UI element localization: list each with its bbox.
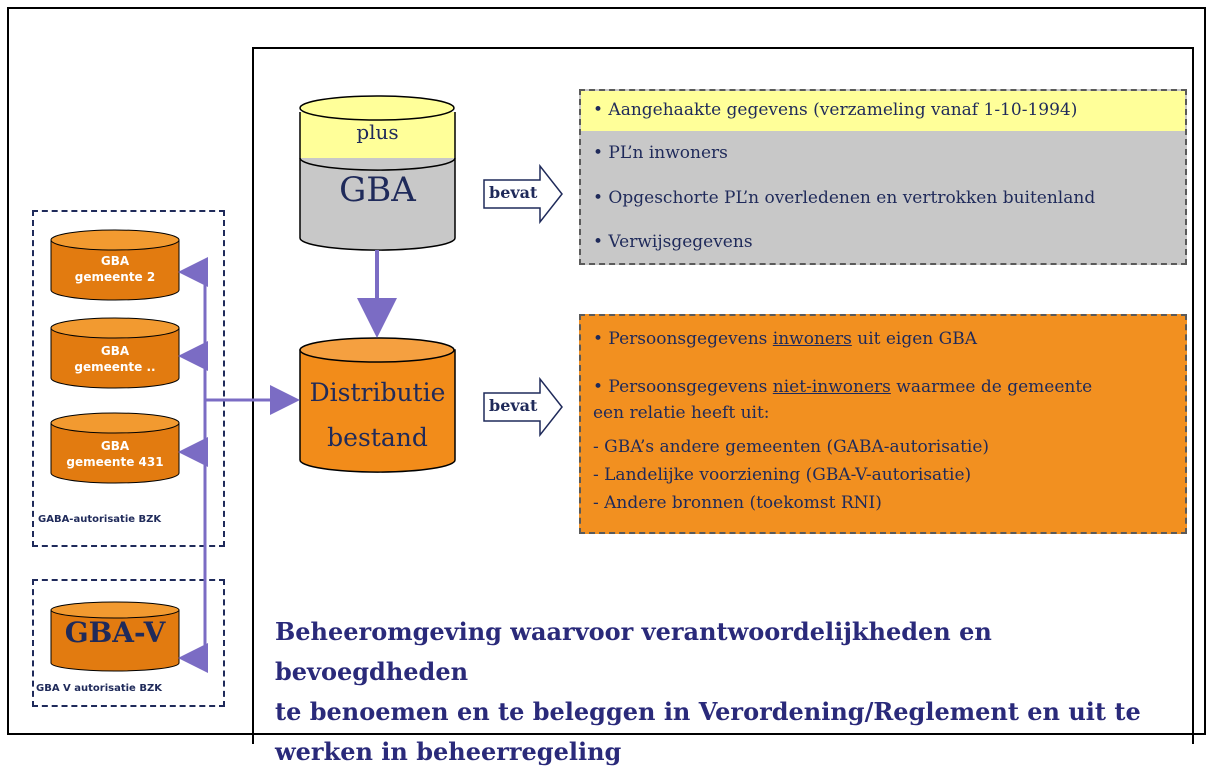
cylinder-label-gemeente-2: GBA gemeente 2	[51, 253, 179, 285]
bevat-label-2: bevat	[489, 396, 538, 415]
cylinder-gba-plus	[299, 95, 456, 251]
diagram-canvas	[50, 95, 563, 673]
cylinder-line2: gemeente 2	[74, 270, 156, 284]
cylinder-line1: GBA	[100, 254, 130, 268]
cylinder-gba-v	[50, 601, 180, 672]
info-box-top: • Aangehaakte gegevens (verzameling vana…	[579, 89, 1187, 265]
cylinder-label-gemeente-dots: GBA gemeente ..	[51, 343, 179, 375]
info-line-inwoners: • Persoonsgegevens inwoners uit eigen GB…	[593, 329, 977, 349]
text-underlined: inwoners	[772, 329, 852, 349]
gaba-group	[32, 210, 225, 547]
cylinder-line2: gemeente 431	[66, 455, 164, 469]
gba-label: GBA	[339, 170, 416, 210]
gbav-group	[32, 579, 225, 707]
info-line-relatie: een relatie heeft uit:	[593, 403, 770, 423]
info-line-niet-inwoners: • Persoonsgegevens niet-inwoners waarmee…	[593, 377, 1092, 397]
text-fragment: • Persoonsgegevens	[593, 329, 773, 349]
bevat-label-1: bevat	[489, 183, 538, 202]
gbav-caption: GBA V autorisatie BZK	[36, 683, 162, 694]
cylinder-gemeente-dots	[50, 317, 180, 389]
connector-lines	[182, 270, 207, 660]
text-fragment: uit eigen GBA	[851, 329, 978, 349]
cylinder-label-gemeente-431: GBA gemeente 431	[51, 438, 179, 470]
info-line-opgeschorte: • Opgeschorte PL’n overledenen en vertro…	[593, 188, 1096, 208]
cylinder-line1: GBA	[100, 439, 130, 453]
main-panel	[252, 47, 1194, 744]
bevat-arrow-1	[483, 163, 563, 225]
info-line-landelijke: - Landelijke voorziening (GBA-V-autorisa…	[593, 465, 972, 485]
info-line-gba-andere: - GBA’s andere gemeenten (GABA-autorisat…	[593, 437, 990, 457]
gba-v-label: GBA-V	[64, 616, 166, 649]
info-box-bottom: • Persoonsgegevens inwoners uit eigen GB…	[579, 314, 1187, 534]
text-fragment: waarmee de gemeente	[890, 377, 1093, 397]
cylinder-distributie	[299, 337, 456, 473]
info-line-verwijs: • Verwijsgegevens	[593, 232, 753, 252]
distributie-label-2: bestand	[327, 423, 428, 452]
footer-line-1: Beheeromgeving waarvoor verantwoordelijk…	[275, 617, 992, 686]
info-line-aangehaakt: • Aangehaakte gegevens (verzameling vana…	[593, 100, 1078, 120]
gaba-caption: GABA-autorisatie BZK	[38, 514, 162, 525]
footer-text: Beheeromgeving waarvoor verantwoordelijk…	[275, 612, 1175, 772]
distributie-label-1: Distributie	[309, 378, 446, 407]
outer-frame	[7, 7, 1206, 735]
cylinder-gemeente-431	[50, 412, 180, 484]
plus-label: plus	[356, 120, 399, 144]
info-box-yellow-band	[581, 91, 1185, 131]
text-fragment: • Persoonsgegevens	[593, 377, 773, 397]
info-line-andere-bronnen: - Andere bronnen (toekomst RNI)	[593, 493, 882, 513]
text-underlined: niet-inwoners	[772, 377, 891, 397]
cylinder-line2: gemeente ..	[74, 360, 156, 374]
footer-line-2: te benoemen en te beleggen in Verordenin…	[275, 697, 1141, 726]
footer-line-3: werken in beheerregeling	[275, 737, 622, 766]
info-line-pl-inwoners: • PL’n inwoners	[593, 143, 728, 163]
cylinder-line1: GBA	[100, 344, 130, 358]
bevat-arrow-2	[483, 376, 563, 438]
cylinder-gemeente-2	[50, 229, 180, 301]
